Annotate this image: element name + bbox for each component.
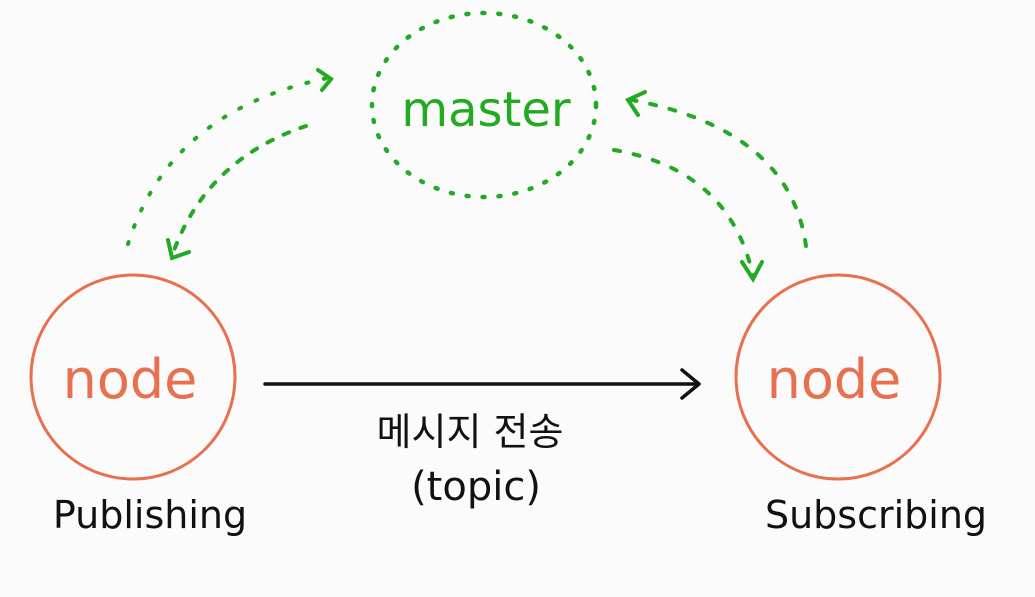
subscriber-to-master-arrowhead — [625, 90, 647, 117]
subscriber-caption: Subscribing — [765, 493, 987, 537]
master-node: master — [369, 10, 599, 200]
master-to-subscriber-dotted-path — [612, 148, 755, 278]
message-label-line1: 메시지 전송 — [377, 410, 564, 454]
publisher-node-label: node — [63, 348, 198, 411]
subscriber-to-master-dotted-path — [630, 98, 808, 248]
publisher-node: node Publishing — [29, 273, 247, 537]
subscriber-node-label: node — [767, 348, 902, 411]
publisher-node-circle — [29, 273, 237, 481]
master-to-publisher-arrowhead — [166, 238, 191, 261]
master-to-subscriber-arrowhead — [740, 260, 764, 283]
publisher-caption: Publishing — [53, 493, 247, 537]
message-arrow — [263, 368, 701, 400]
master-dotted-circle — [369, 10, 599, 200]
publisher-to-master-arrowhead — [316, 68, 334, 92]
message-arrow-head — [680, 368, 701, 400]
master-label: master — [401, 82, 571, 138]
master-to-publisher-dotted-path — [170, 124, 308, 258]
master-subscriber-link — [612, 90, 808, 283]
subscriber-node-circle — [734, 273, 942, 481]
subscriber-node: node Subscribing — [734, 273, 987, 537]
message-label-line2: (topic) — [411, 464, 541, 510]
publisher-to-master-dotted-path — [126, 76, 330, 246]
master-publisher-link — [126, 68, 334, 261]
